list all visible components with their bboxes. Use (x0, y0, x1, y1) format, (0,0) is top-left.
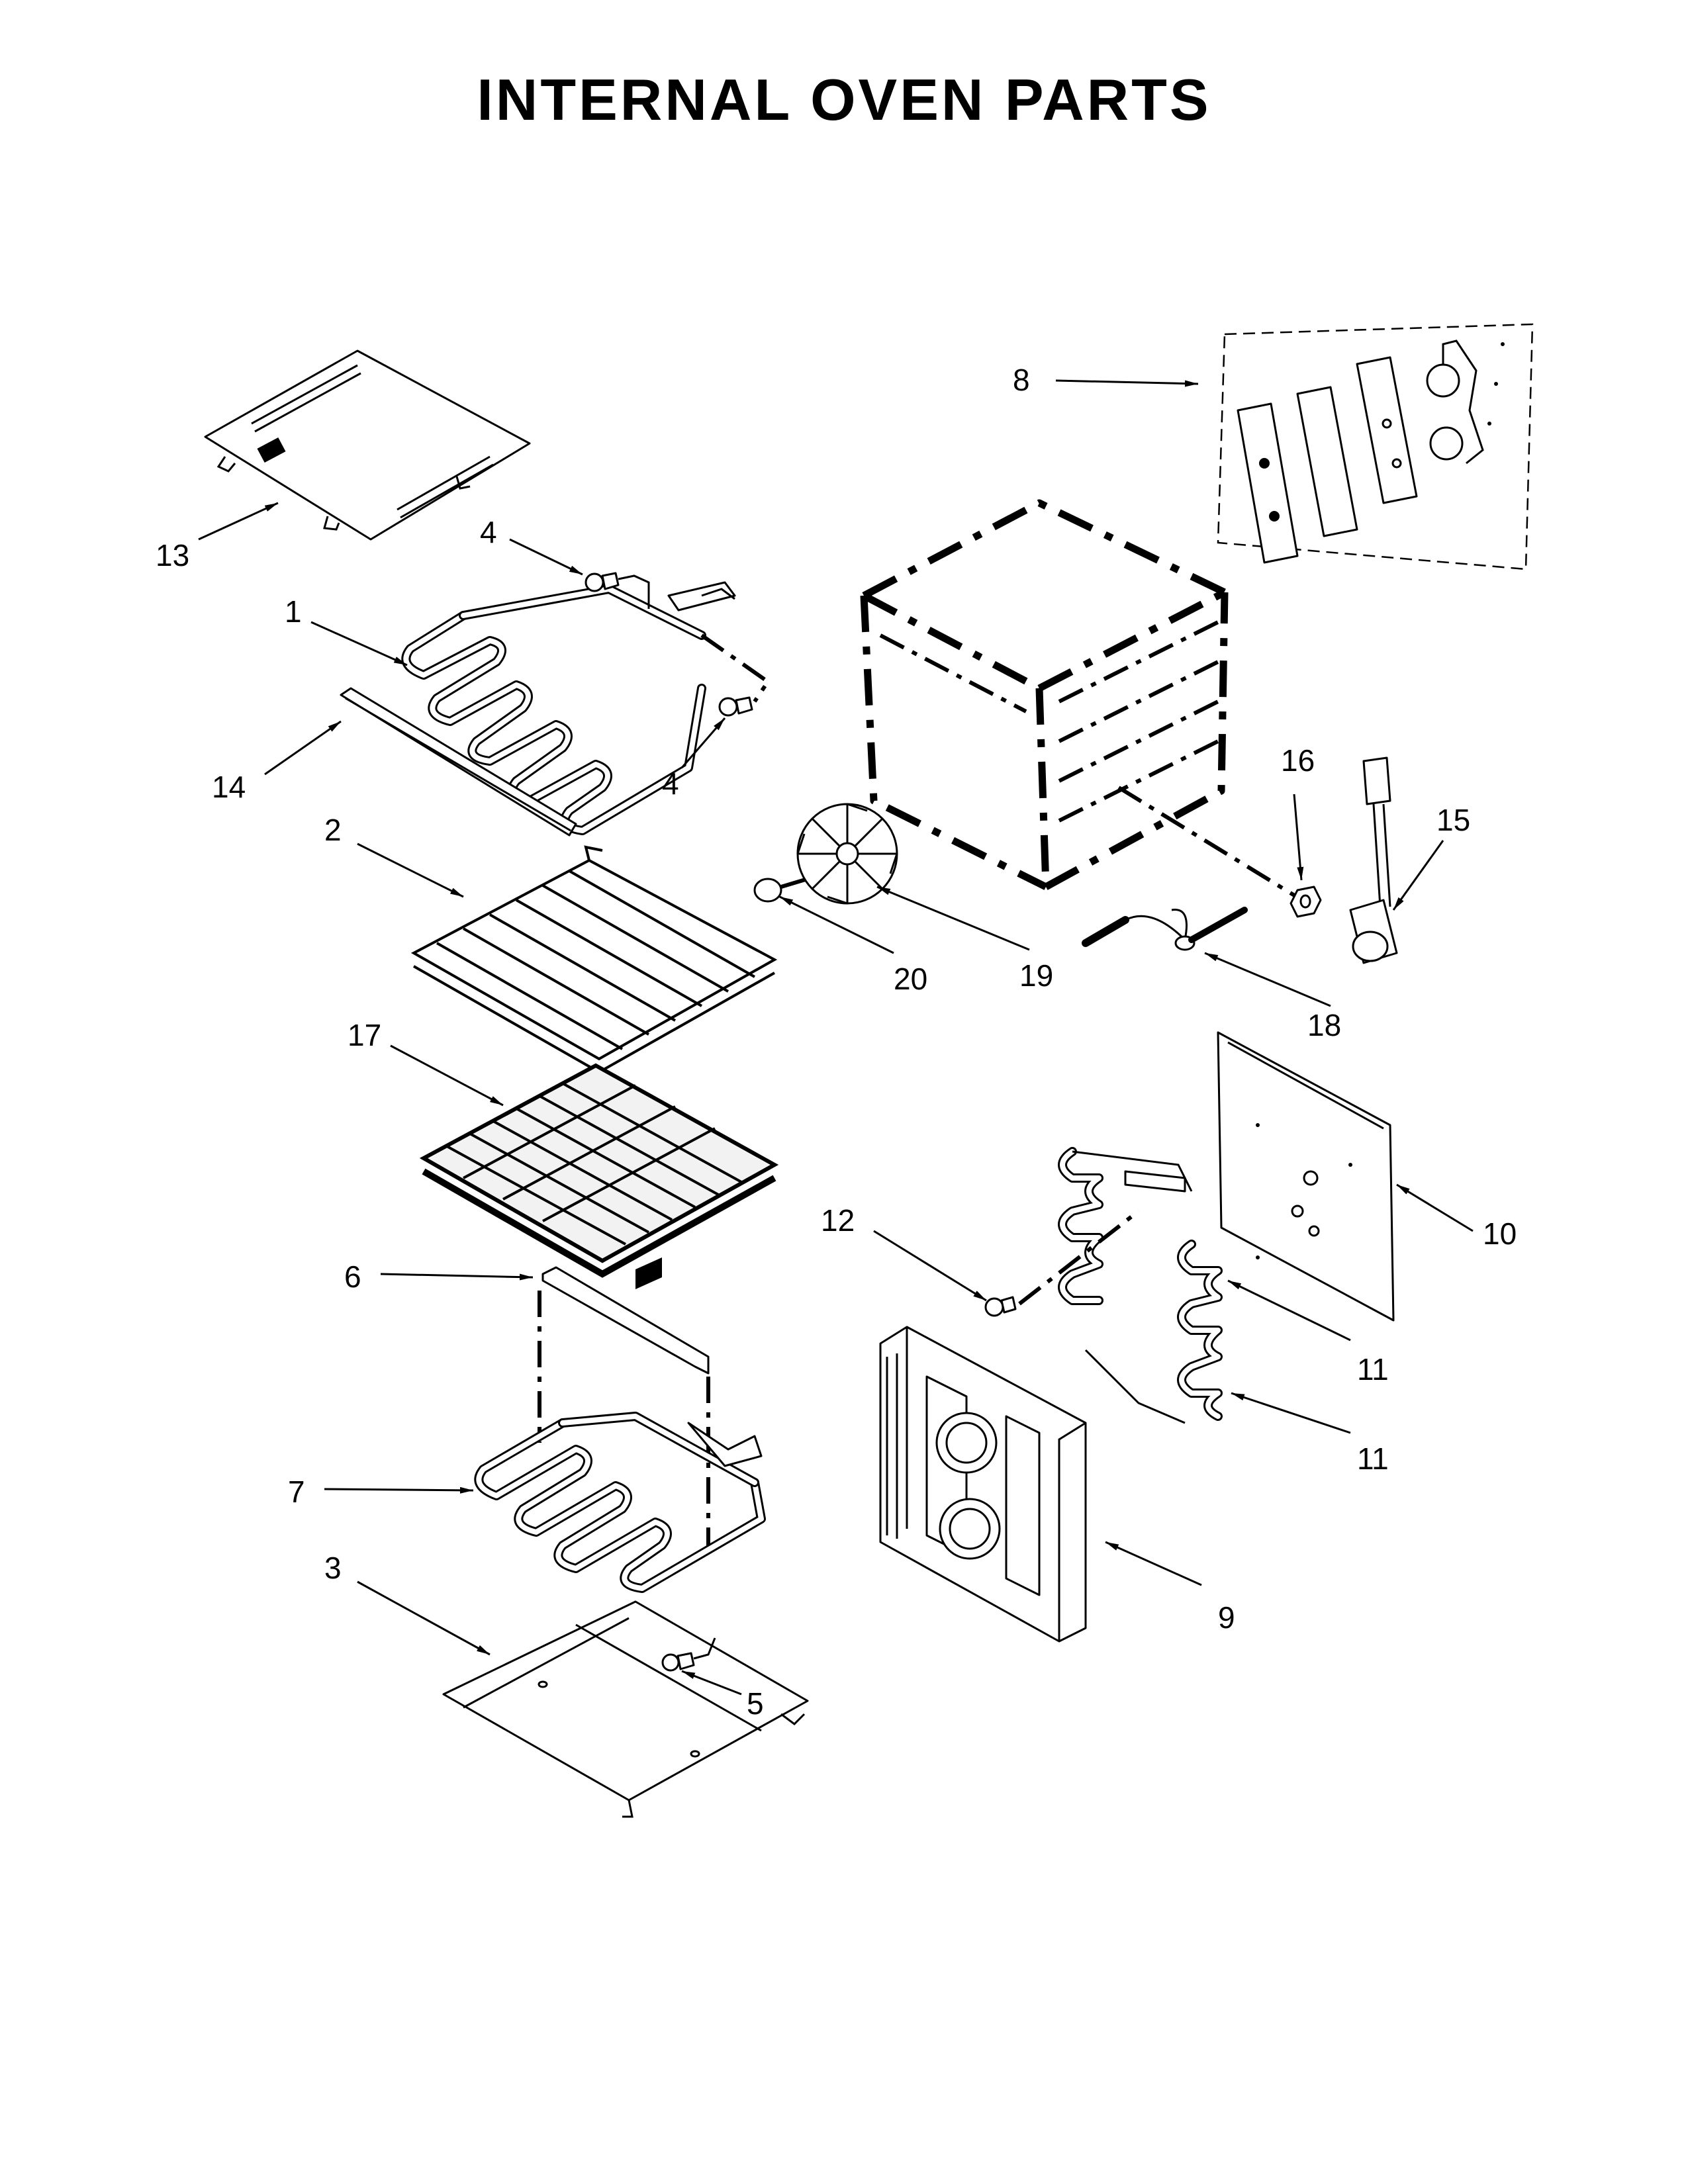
callout-15: 15 (1436, 803, 1470, 837)
leader-lines (198, 379, 1474, 1696)
callout-6: 6 (344, 1259, 361, 1294)
part-11-convection-element-lower[interactable] (1084, 1240, 1223, 1424)
part-8-control-kit[interactable] (1217, 323, 1534, 570)
callout-8: 8 (1013, 363, 1030, 397)
callout-1: 1 (285, 594, 302, 629)
part-5-screw[interactable] (661, 1637, 716, 1672)
part-4-screw-lower[interactable] (700, 633, 771, 717)
part-3-bottom-panel[interactable] (442, 1600, 809, 1818)
part-16-nut[interactable] (1289, 886, 1322, 918)
callout-11a: 11 (1357, 1352, 1389, 1387)
part-11-convection-element-upper[interactable] (1058, 1147, 1193, 1305)
callout-14: 14 (212, 770, 246, 804)
callout-18: 18 (1307, 1008, 1341, 1042)
part-13-top-panel[interactable] (204, 349, 531, 541)
part-18-temperature-sensor[interactable] (1082, 907, 1248, 951)
callout-9: 9 (1218, 1600, 1235, 1635)
part-19-convection-fan-blade[interactable] (796, 803, 898, 905)
callout-7: 7 (288, 1475, 305, 1509)
part-2-oven-rack[interactable] (410, 845, 778, 1074)
callout-4a: 4 (480, 515, 497, 549)
callout-5: 5 (747, 1686, 764, 1721)
callout-20: 20 (894, 962, 927, 996)
callout-labels: 13 4 1 14 4 2 17 6 7 3 5 8 16 15 20 19 1… (156, 363, 1517, 1721)
part-12-screw[interactable] (984, 1209, 1140, 1317)
part-14-trim-strip[interactable] (340, 687, 577, 837)
callout-11b: 11 (1357, 1441, 1389, 1476)
part-10-rear-panel[interactable] (1217, 1031, 1395, 1322)
part-7-bake-element[interactable] (474, 1412, 766, 1593)
callout-12: 12 (821, 1203, 855, 1238)
part-20-fan-nut[interactable] (753, 875, 815, 903)
callout-2: 2 (324, 813, 342, 847)
callout-3: 3 (324, 1551, 342, 1585)
callout-4b: 4 (662, 766, 679, 801)
part-6-element-shield[interactable] (538, 1266, 710, 1549)
part-17-roll-out-rack[interactable] (419, 1063, 779, 1289)
part-9-fan-cover[interactable] (879, 1326, 1087, 1643)
part-1-broil-element[interactable] (401, 581, 736, 835)
oven-cavity-outline (860, 499, 1309, 905)
callout-19: 19 (1019, 958, 1053, 993)
callout-17: 17 (348, 1018, 381, 1052)
part-15-convection-motor-bracket[interactable] (1349, 756, 1398, 964)
callout-10: 10 (1483, 1216, 1517, 1251)
callout-16: 16 (1281, 743, 1315, 778)
callout-13: 13 (156, 538, 189, 572)
page-title: INTERNAL OVEN PARTS (477, 67, 1211, 132)
part-4-screw-upper[interactable] (585, 572, 650, 609)
